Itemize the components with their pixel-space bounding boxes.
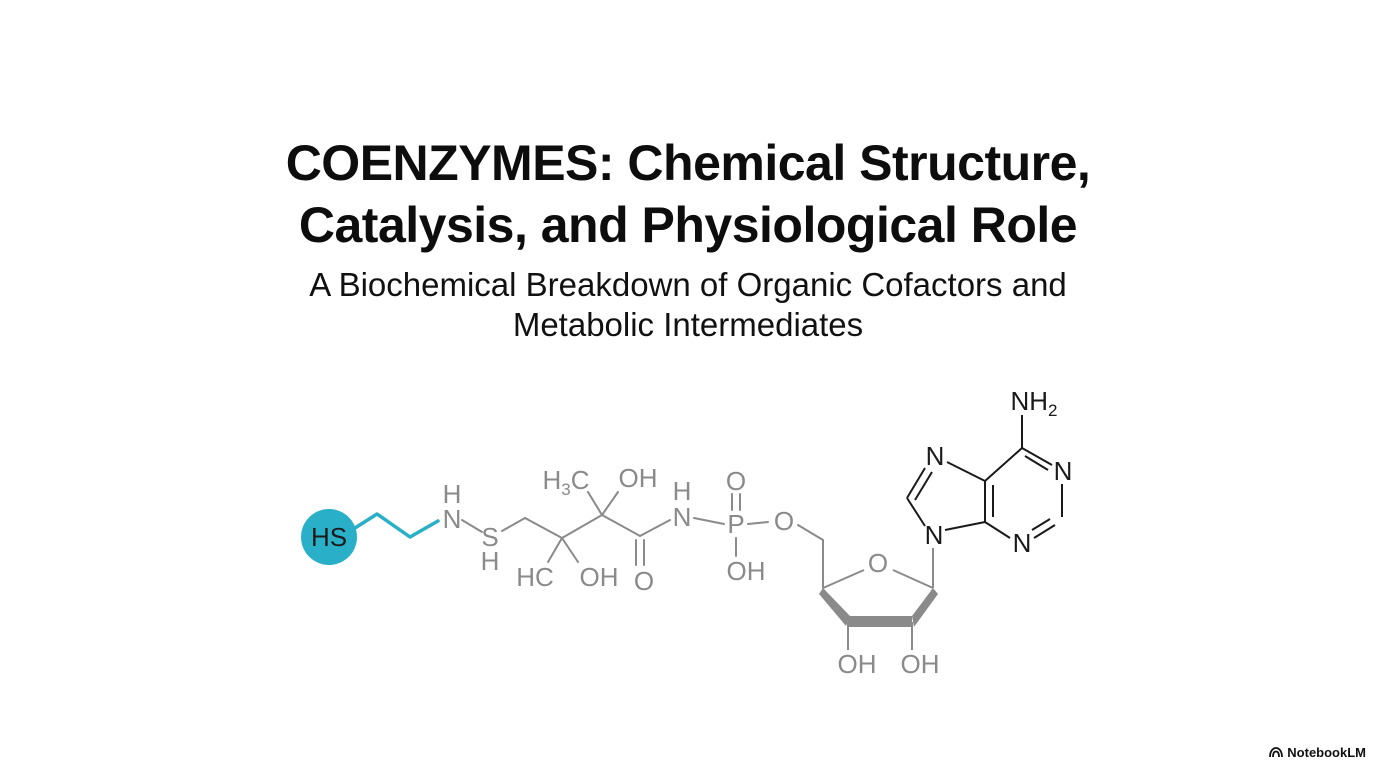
carbonyl-o-label: O <box>634 566 654 596</box>
notebooklm-logo-icon <box>1269 747 1284 758</box>
amide-h-label: H <box>443 479 462 509</box>
hydroxyl-top-label: OH <box>619 463 658 493</box>
sulfur-label: S <box>481 522 498 552</box>
nh-n-label: N <box>673 502 692 532</box>
subtitle-line-2: Metabolic Intermediates <box>512 306 864 343</box>
phosphorus-label: P <box>727 509 744 539</box>
slide-subtitle: A Biochemical Breakdown of Organic Cofac… <box>0 265 1376 345</box>
nh-h-label: H <box>673 476 692 506</box>
amide-n-label: N <box>443 504 462 534</box>
methyl-label: H3C <box>542 465 589 499</box>
slide-title: COENZYMES: Chemical Structure, Catalysis… <box>0 132 1376 256</box>
hc-label: HC <box>516 562 554 592</box>
purine-n3-label: N <box>1013 528 1032 558</box>
brand-name: NotebookLM <box>1287 745 1366 760</box>
ribose-o-label: O <box>868 548 888 578</box>
thiol-label: HS <box>311 522 347 552</box>
ribose-wedge-left <box>819 588 850 626</box>
ribose-wedge-bottom <box>848 616 912 627</box>
title-line-1: COENZYMES: Chemical Structure, <box>285 135 1091 191</box>
title-line-2: Catalysis, and Physiological Role <box>298 197 1078 253</box>
phosphate-o-bridge-label: O <box>774 506 794 536</box>
hydroxyl-bottom-label: OH <box>580 562 619 592</box>
phosphate-oh-label: OH <box>727 556 766 586</box>
purine-n9-label: N <box>925 520 944 550</box>
amine-label: NH2 <box>1010 386 1057 420</box>
pantothenate-bonds <box>461 491 824 589</box>
ribose-oh-left-label: OH <box>838 649 877 679</box>
ribose-oh-right-label: OH <box>901 649 940 679</box>
cysteamine-chain-bonds <box>353 512 440 539</box>
thiol-highlight-circle <box>301 509 357 565</box>
notebooklm-brand: NotebookLM <box>1269 745 1366 760</box>
adenine-bonds <box>906 415 1063 539</box>
sulfur-h-label: H <box>481 546 500 576</box>
phosphate-o-top-label: O <box>726 466 746 496</box>
subtitle-line-1: A Biochemical Breakdown of Organic Cofac… <box>309 266 1067 303</box>
atom-labels: HS H N S H H3C OH HC OH O H N O P O OH O… <box>311 386 1072 679</box>
ribose-ring <box>822 548 934 650</box>
purine-n7-label: N <box>926 441 945 471</box>
purine-n1-label: N <box>1054 456 1073 486</box>
ribose-wedge-right <box>912 588 938 627</box>
